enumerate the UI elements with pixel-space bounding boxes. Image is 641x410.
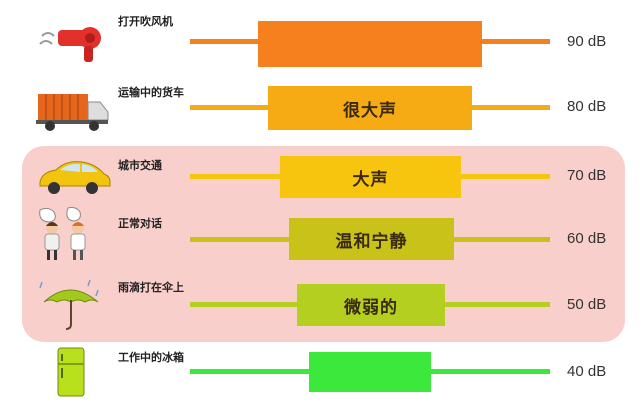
db-value: 60 dB xyxy=(567,230,607,247)
refrigerator-icon xyxy=(52,344,92,400)
db-value: 80 dB xyxy=(567,98,607,115)
hair-dryer-icon xyxy=(32,16,112,64)
db-value: 40 dB xyxy=(567,363,607,380)
level-box: 大声 xyxy=(280,156,461,198)
level-box: 很大声 xyxy=(268,86,472,130)
row-label: 工作中的冰箱 xyxy=(118,351,184,364)
db-value: 70 dB xyxy=(567,167,607,184)
level-box xyxy=(258,21,482,67)
row-label: 运输中的货车 xyxy=(118,86,184,99)
level-box: 微弱的 xyxy=(297,284,445,326)
row-40db: 工作中的冰箱 40 dB xyxy=(0,340,641,400)
db-value: 50 dB xyxy=(567,296,607,313)
row-80db: 运输中的货车 很大声 80 dB xyxy=(0,78,641,138)
row-label: 雨滴打在伞上 xyxy=(118,281,184,294)
row-70db: 城市交通 大声 70 dB xyxy=(0,148,641,208)
level-box: 温和宁静 xyxy=(289,218,454,260)
truck-icon xyxy=(32,86,112,134)
row-label: 城市交通 xyxy=(118,159,162,172)
row-90db: 打开吹风机 90 dB xyxy=(0,10,641,70)
row-60db: 正常对话 温和宁静 60 dB xyxy=(0,206,641,266)
car-icon xyxy=(32,152,112,200)
row-label: 打开吹风机 xyxy=(118,15,173,28)
level-box xyxy=(309,352,431,392)
row-label: 正常对话 xyxy=(118,217,162,230)
row-50db: 雨滴打在伞上 微弱的 50 dB xyxy=(0,272,641,332)
db-value: 90 dB xyxy=(567,33,607,50)
umbrella-icon xyxy=(32,278,112,332)
conversation-icon xyxy=(32,206,112,262)
